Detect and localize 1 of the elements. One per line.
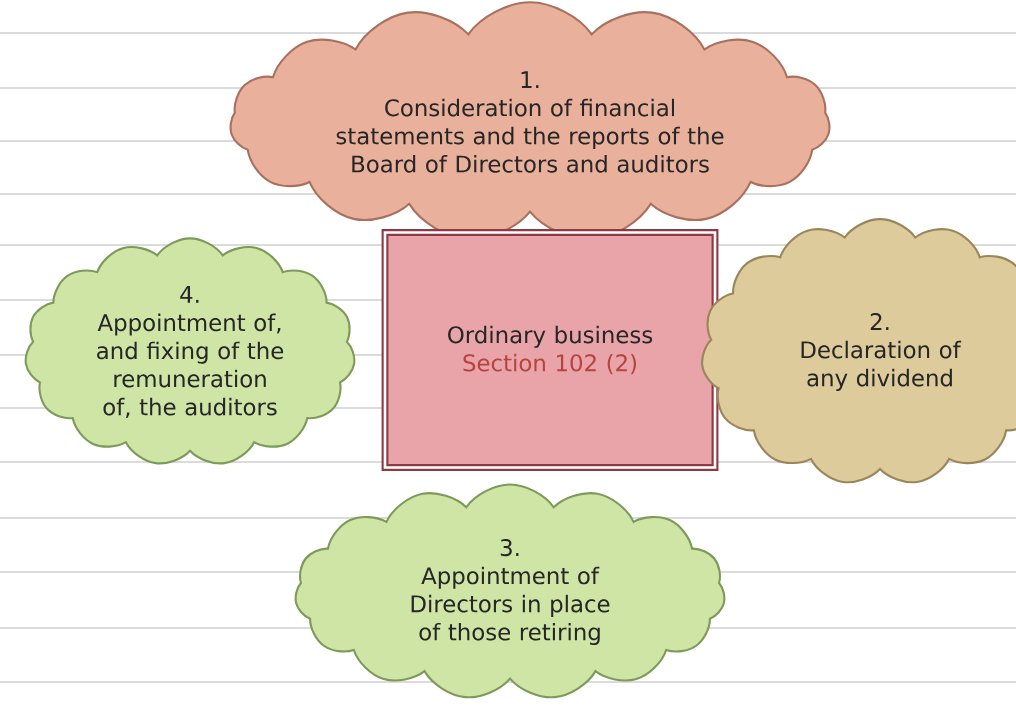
title-panel: Ordinary business Section 102 (2): [381, 229, 719, 471]
